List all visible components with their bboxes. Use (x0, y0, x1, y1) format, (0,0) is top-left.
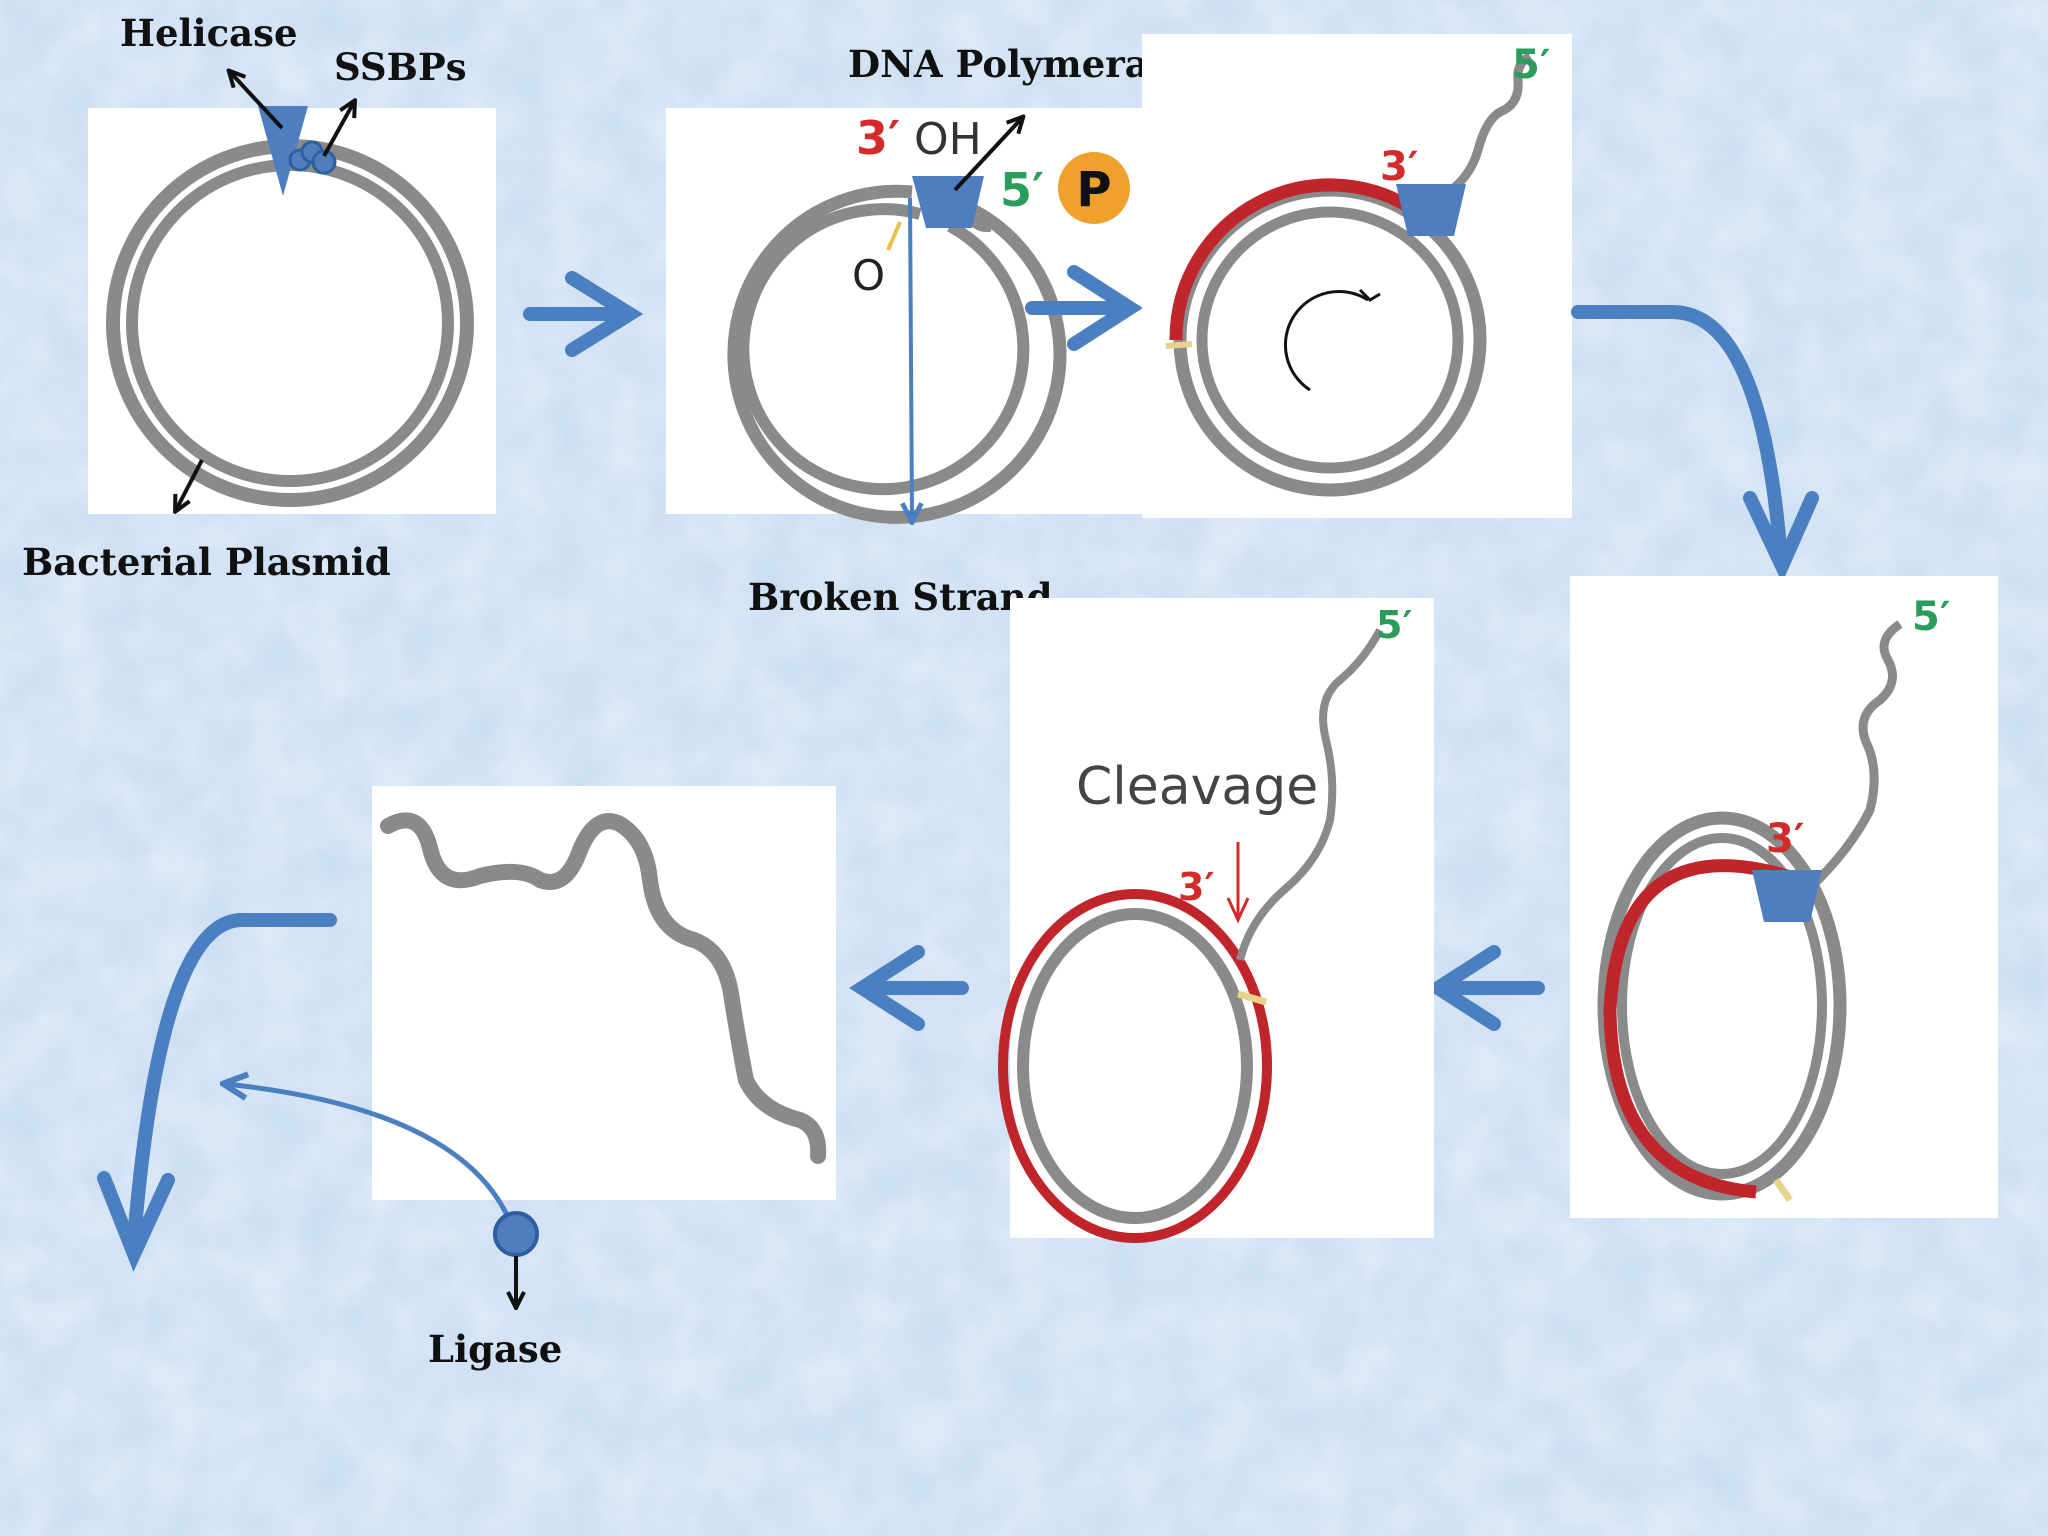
broken-strand-pointer-arrow (910, 197, 912, 520)
new-strand-red (1169, 178, 1424, 341)
phosphate-label: P (1076, 162, 1111, 218)
broken-strand-label: Broken Strand (748, 575, 1052, 619)
ligase-pointer-arrow (226, 1084, 517, 1233)
ligase-enzyme-icon (493, 1211, 539, 1257)
bacterial-plasmid-label: Bacterial Plasmid (22, 540, 391, 584)
dna-polymerase-enzyme-4 (1752, 870, 1822, 922)
three-prime-label: 3′ (856, 111, 900, 165)
linear-dna-strand (380, 812, 827, 1164)
helicase-enzyme (258, 106, 308, 196)
helicase-label: Helicase (120, 11, 297, 55)
five-prime-label-4: 5′ (1912, 594, 1950, 640)
ssbps-pointer-arrow (322, 102, 354, 157)
panel-elongation (1570, 576, 1998, 1218)
displaced-strand (1437, 52, 1533, 202)
panel-synthesis (1142, 34, 1572, 518)
step-arrow-1 (523, 271, 644, 357)
step-arrow-5 (849, 945, 969, 1031)
dna-polymerase-label: DNA Polymera (848, 42, 1149, 86)
dna-polymerase-enzyme (912, 176, 984, 228)
three-prime-label-3: 3′ (1380, 144, 1418, 190)
displaced-strand-5 (1236, 628, 1384, 962)
five-prime-label-3: 5′ (1512, 42, 1550, 88)
rotation-arrow-icon (1283, 289, 1369, 392)
nick-site-mark (886, 221, 902, 251)
oh-label: OH (914, 114, 982, 165)
three-prime-label-5: 3′ (1178, 865, 1214, 909)
dna-polymerase-enzyme-3 (1396, 184, 1466, 236)
three-prime-label-4: 3′ (1766, 816, 1804, 862)
ssbp-proteins (288, 140, 337, 175)
panel-plasmid (88, 106, 496, 514)
origin-label: O (852, 251, 885, 300)
step-arrow-3-curved (1571, 305, 1819, 583)
plasmid-pointer-arrow (176, 459, 204, 510)
helicase-pointer-arrow (230, 72, 284, 130)
panel-linear-strand (372, 786, 836, 1200)
phosphate-circle (1058, 152, 1130, 224)
step-arrow-4 (1425, 945, 1545, 1031)
five-prime-label-5: 5′ (1376, 603, 1412, 647)
new-strand-red-5 (998, 889, 1272, 1243)
panel-nick (666, 108, 1142, 524)
new-strand-red-4 (1603, 859, 1803, 1199)
cleavage-label: Cleavage (1076, 757, 1318, 817)
polymerase-pointer-arrow (953, 118, 1022, 192)
displaced-strand-4 (1804, 620, 1903, 894)
step-arrow-2 (1025, 265, 1143, 351)
five-prime-label: 5′ (1000, 163, 1044, 217)
ssbps-label: SSBPs (334, 45, 467, 89)
step-arrow-6-curved (97, 913, 337, 1272)
ligase-label: Ligase (428, 1327, 562, 1371)
panel-cleavage (998, 598, 1434, 1243)
